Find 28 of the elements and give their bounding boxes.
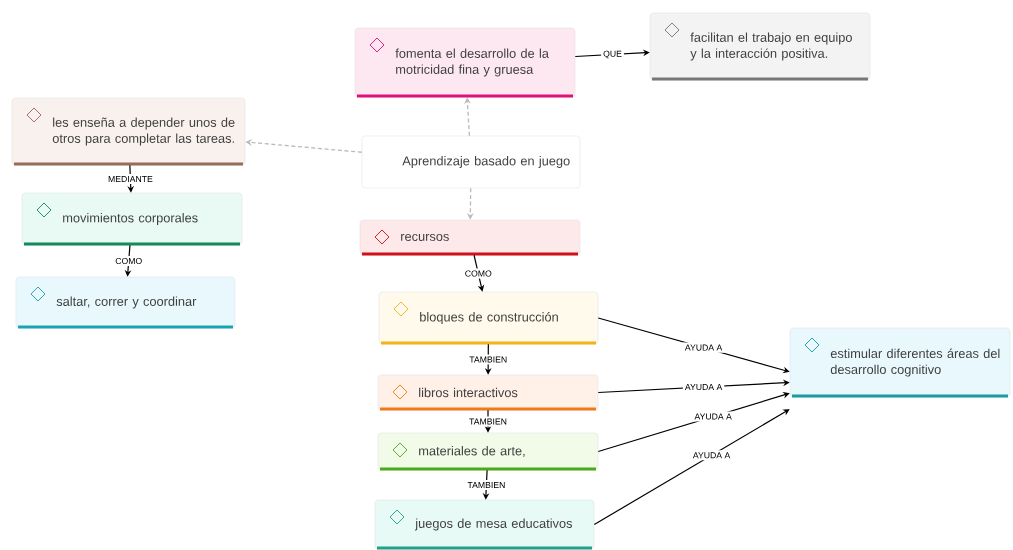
- edge-label: QUE: [601, 48, 624, 61]
- concept-box: Aprendizaje basado en juego: [361, 135, 581, 189]
- arrow: [473, 254, 485, 292]
- edge-label: MEDIANTE: [106, 174, 155, 184]
- concept-box: estimular diferentes áreas del desarrollo cognitivo: [789, 327, 1011, 398]
- concept-box: recursos: [359, 219, 581, 256]
- edge-label: TAMBIEN: [467, 416, 509, 427]
- edge-label: TAMBIEN: [465, 480, 508, 490]
- arrow: [593, 409, 790, 526]
- concept-box: libros interactivos: [377, 374, 599, 411]
- edge-label: TAMBIEN: [467, 354, 510, 365]
- concept-box: bloques de construcción: [378, 291, 599, 345]
- edge-label: AYUDA A: [682, 382, 725, 393]
- edge-label: AYUDA A: [690, 450, 733, 461]
- arrow: [245, 139, 363, 153]
- concept-box: materiales de arte,: [377, 432, 599, 471]
- edge-label: AYUDA A: [682, 342, 725, 353]
- concept-box: facilitan el trabajo en equipo y la interacción positiva.: [649, 12, 871, 81]
- edge-label: COMO: [113, 255, 145, 267]
- concept-box: fomenta el desarrollo de la motricidad fina y gruesa: [354, 27, 576, 98]
- arrow: [464, 97, 471, 137]
- edge-label: AYUDA A: [692, 411, 734, 422]
- concept-box: movimientos corporales: [21, 192, 243, 246]
- edge-label: COMO: [462, 268, 494, 279]
- concept-box: juegos de mesa educativos: [374, 499, 595, 550]
- concept-box: les enseña a depender unos de otros para completar las tareas.: [11, 97, 246, 166]
- concept-box: saltar, correr y coordinar: [15, 276, 236, 329]
- arrow: [574, 49, 650, 58]
